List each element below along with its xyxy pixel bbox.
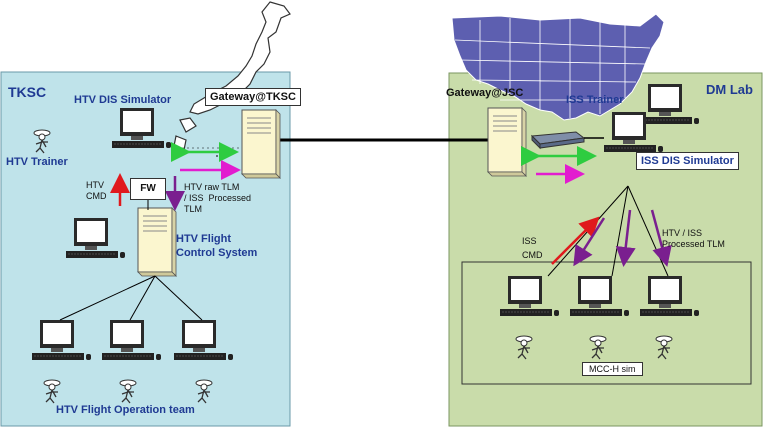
dm-lab-label: DM Lab: [706, 82, 753, 97]
gateway-tksc-server: [241, 109, 281, 179]
jsc-tlm-arrow-3: [650, 209, 672, 267]
mcc-h-sim-label: MCC-H sim: [582, 362, 643, 376]
us-map: [451, 13, 665, 121]
tksc-site-label: TKSC: [8, 84, 47, 100]
iss-dis-simulator-label: ISS DIS Simulator: [636, 152, 739, 170]
jsc-tlm-arrow-2: [615, 209, 636, 267]
htv-cmd-label: HTV CMD: [86, 180, 107, 201]
htv-dis-simulator-label: HTV DIS Simulator: [74, 94, 172, 106]
gateway-jsc-server: [487, 107, 527, 177]
iss-cmd-label: ISS CMD: [522, 236, 543, 260]
gateway-jsc-label: Gateway@JSC: [446, 87, 524, 99]
gateway-tksc-label: Gateway@TKSC: [205, 88, 301, 106]
htv-fcs-label: HTV Flight Control System: [176, 233, 258, 259]
iss-cmd-arrow: [551, 216, 600, 265]
mcc-h-box: [461, 261, 752, 385]
jsc-tlm-label: HTV / ISS Processed TLM: [662, 228, 725, 249]
htv-ops-team-label: HTV Flight Operation team: [56, 404, 195, 416]
htv-trainer-label: HTV Trainer: [6, 156, 68, 168]
firewall-box: FW: [130, 178, 166, 200]
htv-fcs-server: [137, 207, 177, 277]
jsc-tlm-arrow-1: [573, 217, 606, 267]
iss-trainer-label: ISS Trainer: [566, 94, 624, 106]
htv-tlm-label: HTV raw TLM / ISS Processed TLM: [184, 182, 252, 214]
